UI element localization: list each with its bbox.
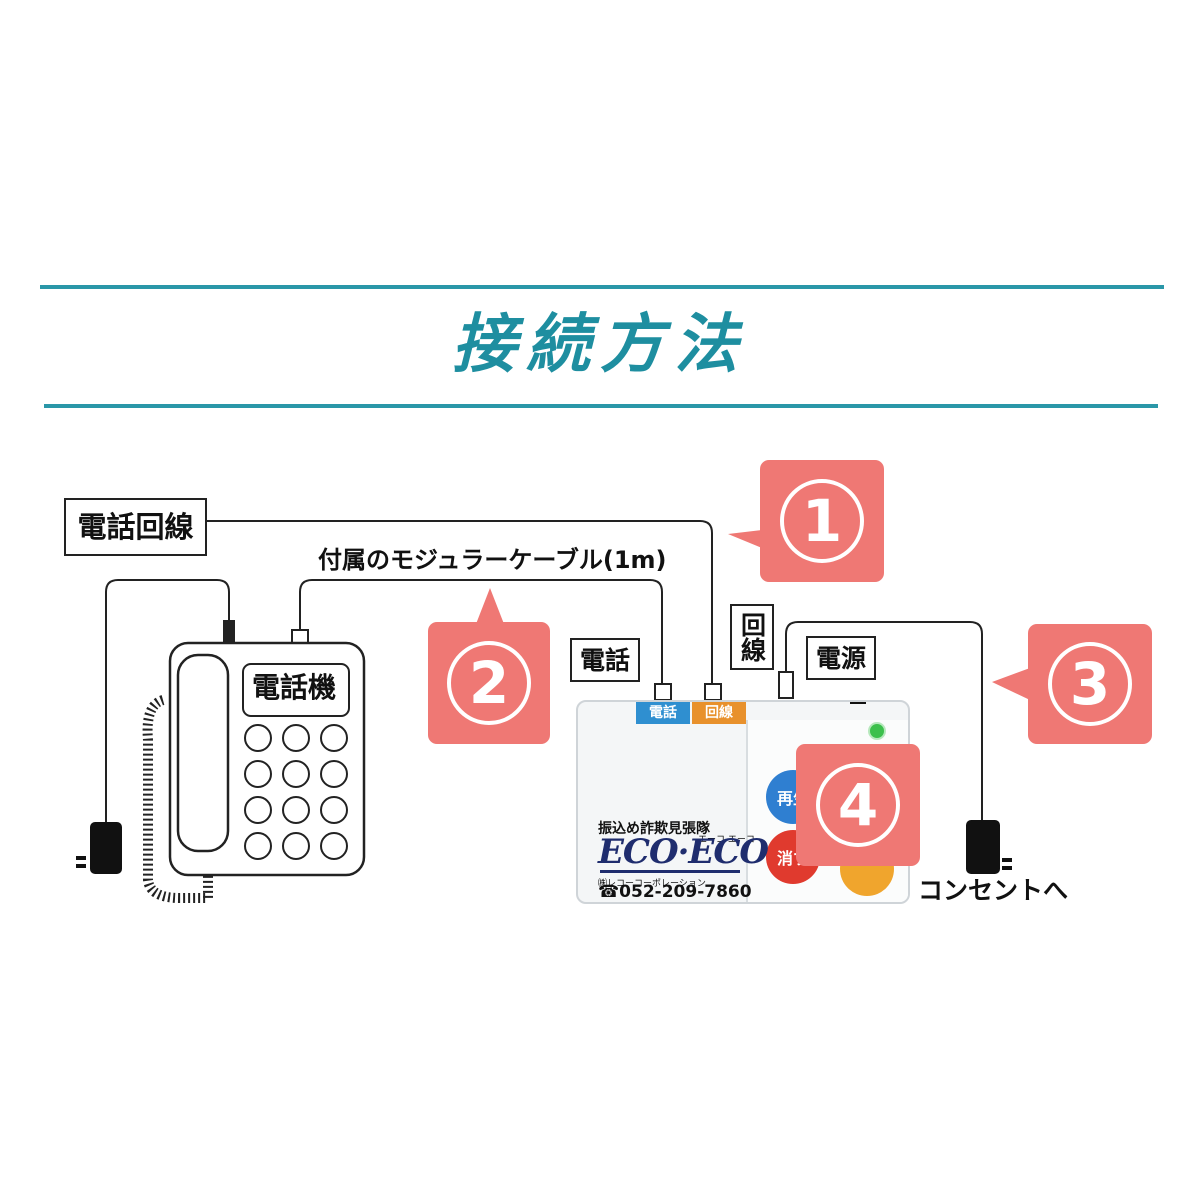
- telephone-label: 電話機: [252, 671, 337, 704]
- device-switch: [850, 702, 866, 704]
- callout-2: 2: [428, 622, 550, 744]
- callout-1: 1: [760, 460, 884, 582]
- callout-3-pointer: [992, 668, 1030, 700]
- modular-plug-line: [704, 683, 722, 701]
- phone-line-label: 電話回線: [64, 498, 207, 556]
- telephone-power-wire: [105, 579, 230, 822]
- company-name: ㈱レコーコーポレーション: [598, 879, 706, 889]
- modular-plug-phone: [654, 683, 672, 701]
- phone-line-wire: [205, 520, 713, 686]
- callout-3: 3: [1028, 624, 1152, 744]
- page-title: 接続方法: [452, 308, 748, 382]
- outlet-label: コンセントへ: [918, 876, 1069, 905]
- modular-cable-wire: [299, 579, 663, 686]
- port-phone-label: 電話: [570, 638, 640, 682]
- brand-kana: エーコ エーコ: [698, 835, 755, 845]
- modular-cable-label: 付属のモジュラーケーブル(1m): [314, 548, 671, 572]
- brand-underline: [600, 870, 740, 873]
- port-line-label: 回線: [730, 604, 774, 670]
- header-rule-top: [40, 285, 1164, 289]
- callout-2-pointer: [476, 588, 504, 624]
- callout-2-number: 2: [447, 641, 531, 725]
- header-rule-bottom: [44, 404, 1158, 408]
- telephone-plug: [223, 620, 235, 642]
- power-label: 電源: [806, 636, 876, 680]
- device-port-line-tag: 回線: [692, 702, 746, 724]
- brand-subtitle: 振込め詐欺見張隊: [598, 821, 710, 837]
- telephone-adapter-icon: [76, 822, 122, 874]
- brand-logo: ECO·ECO: [598, 832, 769, 872]
- power-cable-wire: [785, 621, 983, 820]
- callout-1-pointer: [728, 530, 762, 548]
- callout-3-number: 3: [1048, 642, 1132, 726]
- status-led: [868, 722, 886, 740]
- callout-1-number: 1: [780, 479, 864, 563]
- callout-4-number: 4: [816, 763, 900, 847]
- power-plug: [778, 671, 794, 699]
- telephone-icon: [142, 641, 366, 903]
- support-phone-number: ☎052-209-7860: [598, 882, 752, 902]
- device-port-phone-tag: 電話: [636, 702, 690, 724]
- outlet-adapter-icon: [966, 820, 1012, 874]
- callout-4: 4: [796, 744, 920, 866]
